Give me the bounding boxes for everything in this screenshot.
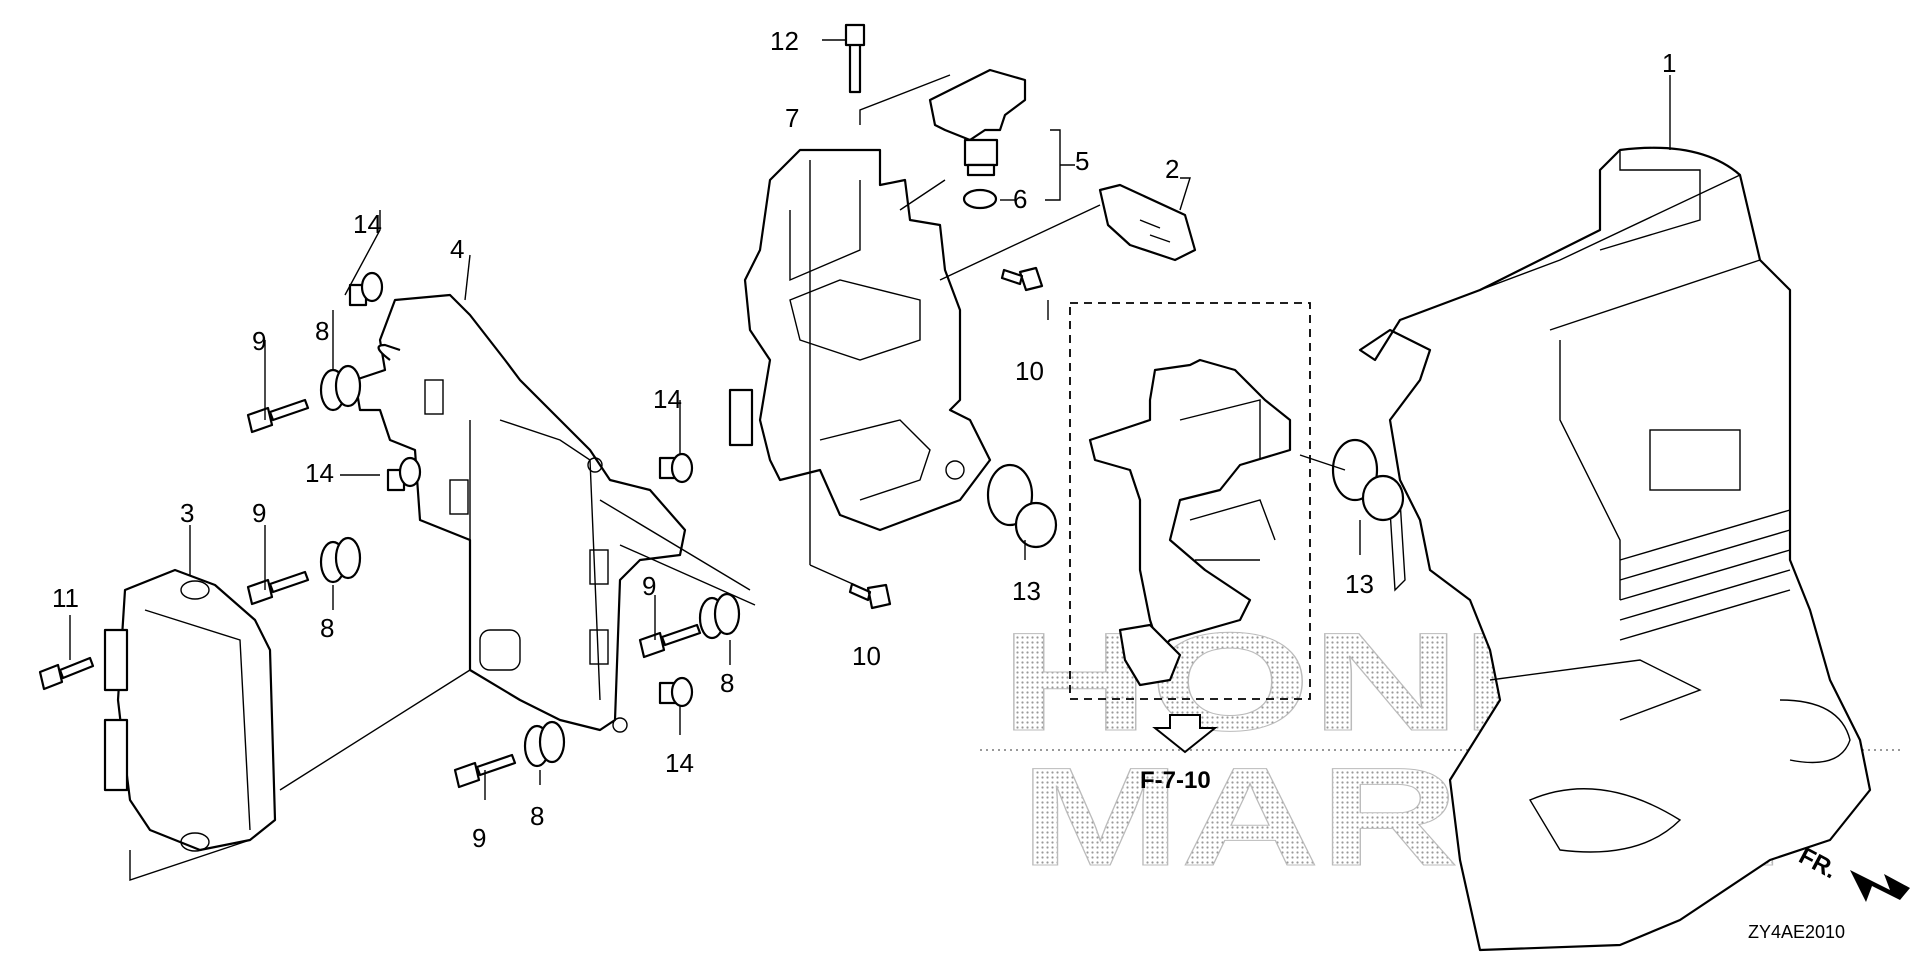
- callout-12: 12: [770, 26, 799, 56]
- clip-part-2: [1098, 183, 1197, 262]
- callout-2: 2: [1165, 154, 1179, 184]
- leader-lines: [69, 39, 1671, 881]
- callout-8b: 8: [320, 613, 334, 643]
- reference-label: F-7-10: [1140, 767, 1211, 794]
- ecu-part-3: [103, 568, 277, 852]
- callout-10a: 10: [1015, 356, 1044, 386]
- callouts: 1 2 3 4 5 6 7 8 8 8 8 9 9 9 9 10 10 11 1…: [52, 26, 1676, 853]
- callout-8c: 8: [720, 668, 734, 698]
- callout-13b: 13: [1345, 569, 1374, 599]
- bracket-part-7: [728, 148, 992, 532]
- reference-box: [1069, 302, 1311, 754]
- callout-13a: 13: [1012, 576, 1041, 606]
- bracket-part-4: [353, 293, 687, 733]
- front-direction-indicator: FR.: [1794, 842, 1910, 902]
- callout-14d: 14: [665, 748, 694, 778]
- callout-6: 6: [1013, 184, 1027, 214]
- callout-9b: 9: [252, 498, 266, 528]
- callout-5: 5: [1075, 146, 1089, 176]
- cover-part-1: [1358, 146, 1872, 952]
- callout-3: 3: [180, 498, 194, 528]
- callout-8d: 8: [530, 801, 544, 831]
- callout-9c: 9: [642, 571, 656, 601]
- callout-14c: 14: [653, 384, 682, 414]
- diagram-code: ZY4AE2010: [1748, 922, 1845, 942]
- callout-8a: 8: [315, 316, 329, 346]
- fasteners: [38, 23, 1405, 789]
- sensor-part-5: [928, 68, 1027, 210]
- callout-1: 1: [1662, 48, 1676, 78]
- callout-9a: 9: [252, 326, 266, 356]
- callout-7: 7: [785, 103, 799, 133]
- callout-14a: 14: [353, 209, 382, 239]
- callout-4: 4: [450, 234, 464, 264]
- front-arrow-icon: [1850, 870, 1910, 902]
- callout-11: 11: [52, 583, 79, 613]
- callout-10b: 10: [852, 641, 881, 671]
- callout-9d: 9: [472, 823, 486, 853]
- callout-14b: 14: [305, 458, 334, 488]
